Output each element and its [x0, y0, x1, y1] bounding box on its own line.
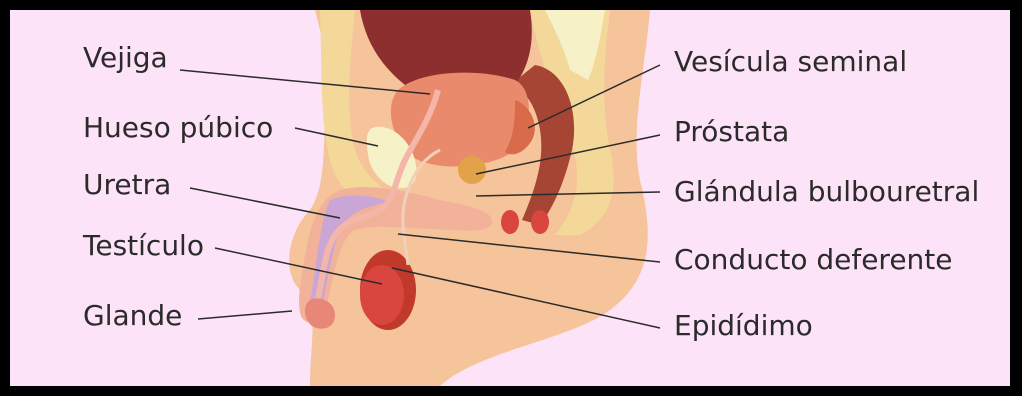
diagram-panel: Vejiga Hueso púbico Uretra Testículo Gla…: [10, 10, 1010, 386]
label-glandula-bulbouretral: Glándula bulbouretral: [674, 178, 979, 206]
label-conducto-deferente: Conducto deferente: [674, 246, 953, 274]
label-hueso-pubico: Hueso púbico: [83, 114, 273, 142]
prostate-shape: [458, 156, 486, 184]
bulbourethral-gland-shape: [501, 210, 519, 234]
testicle-shape: [360, 265, 404, 325]
label-prostata: Próstata: [674, 118, 789, 146]
label-vejiga: Vejiga: [83, 44, 168, 72]
label-vesicula-seminal: Vesícula seminal: [674, 48, 907, 76]
label-uretra: Uretra: [83, 171, 171, 199]
label-epididimo: Epidídimo: [674, 312, 813, 340]
label-glande: Glande: [83, 302, 182, 330]
leader-glande: [198, 311, 292, 319]
anal-sphincter: [531, 210, 549, 234]
label-testiculo: Testículo: [83, 232, 204, 260]
